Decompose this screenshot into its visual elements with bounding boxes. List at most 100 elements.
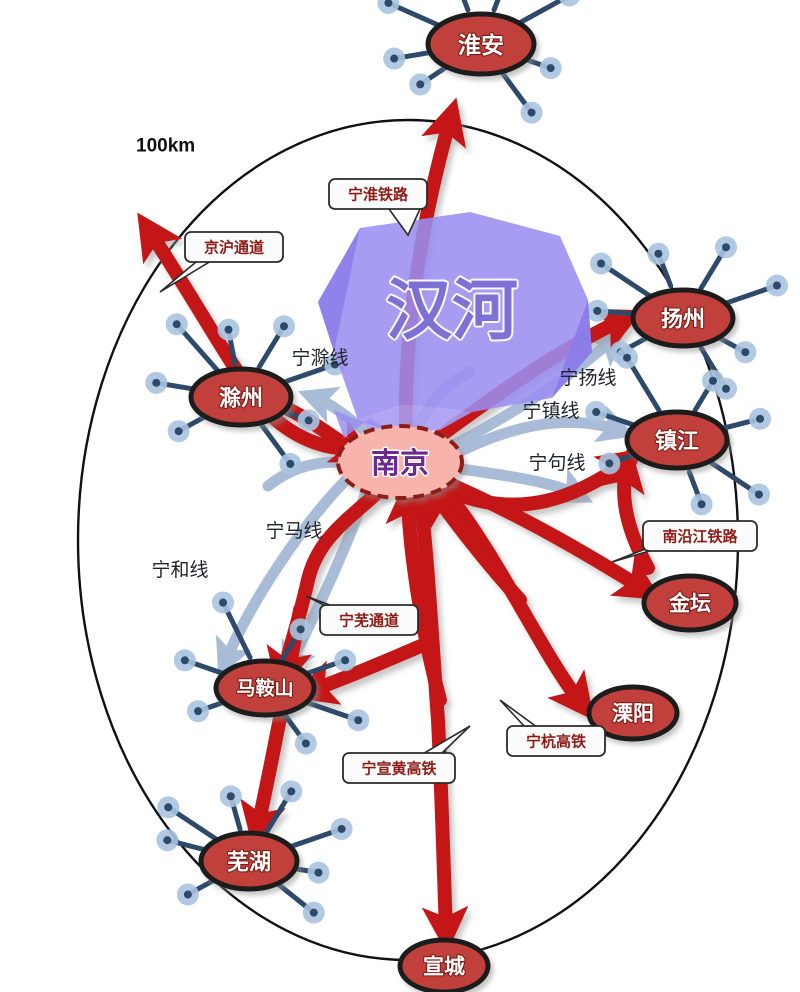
city-spoke-node-core: [152, 378, 161, 387]
city-spoke-node-core: [296, 625, 305, 634]
callout-box[interactable]: [328, 178, 428, 210]
city-ellipse[interactable]: [198, 830, 300, 892]
callout-label: 京沪通道: [204, 239, 264, 257]
suburban-line-ninghe: [215, 476, 350, 678]
callout-label: 宁杭高铁: [526, 733, 586, 751]
railway-callout-0[interactable]: 宁淮铁路: [328, 178, 428, 237]
city-node-4[interactable]: 溧阳: [586, 684, 680, 742]
heavy-rail-group: [137, 97, 662, 954]
city-spoke-node-core: [280, 322, 288, 331]
city-label: 马鞍山: [236, 677, 293, 700]
city-spoke-node-core: [416, 80, 425, 89]
city-ellipse[interactable]: [397, 937, 491, 992]
city-spoke-line: [491, 0, 501, 13]
city-node-7[interactable]: 马鞍山: [213, 658, 317, 718]
callout-label: 南沿江铁路: [662, 528, 738, 546]
suburban-line-label-3: 宁句线: [528, 452, 585, 474]
railway-callout-3[interactable]: 宁芜通道: [305, 595, 419, 636]
city-node-6[interactable]: 芜湖: [198, 830, 300, 892]
city-spoke-node-core: [546, 64, 555, 73]
suburban-line-label-1: 宁扬线: [559, 367, 616, 389]
city-spoke-node-core: [172, 320, 181, 329]
city-spoke-node-core: [722, 243, 730, 252]
city-node-5[interactable]: 宣城: [397, 937, 491, 992]
city-spoke-node-core: [163, 836, 172, 845]
city-spoke-node-core: [224, 325, 233, 334]
rail-nanjing-jintan: [447, 479, 662, 601]
city-ellipse[interactable]: [213, 658, 317, 718]
city-spoke-node-core: [226, 792, 235, 801]
city-spoke-node-core: [722, 384, 730, 393]
city-spoke-node-core: [605, 459, 614, 468]
city-spoke-node-core: [341, 656, 350, 665]
city-spoke-node-core: [697, 500, 706, 509]
city-spoke-node: [559, 0, 580, 7]
railway-callout-4[interactable]: 宁宣黄高铁: [342, 725, 471, 784]
city-ellipse[interactable]: [624, 409, 730, 471]
city-spoke-node-core: [304, 416, 313, 425]
river-facet-left: [318, 228, 360, 352]
city-spoke-node: [377, 0, 400, 14]
city-label: 滁州: [219, 386, 263, 411]
callout-label: 宁芜通道: [339, 612, 399, 630]
hub-ellipse[interactable]: [336, 424, 464, 500]
city-spoke-node-core: [337, 824, 346, 833]
city-spoke-node-core: [384, 0, 393, 7]
city-spoke-line: [461, 0, 471, 13]
city-spoke-node-core: [354, 716, 363, 725]
city-spoke-node-core: [654, 249, 663, 258]
city-node-3[interactable]: 金坛: [641, 573, 739, 633]
callout-box[interactable]: [184, 231, 284, 263]
callout-label: 宁淮铁路: [348, 186, 409, 204]
city-node-1[interactable]: 扬州: [630, 287, 736, 349]
callout-box[interactable]: [319, 604, 419, 636]
city-node-8[interactable]: 滁州: [188, 366, 294, 428]
city-label: 镇江: [655, 429, 699, 454]
city-spoke-node-core: [219, 598, 228, 607]
city-spoke-node-core: [183, 890, 192, 899]
callout-box[interactable]: [342, 752, 456, 784]
railway-callout-1[interactable]: 京沪通道: [159, 231, 284, 293]
suburban-stub-west: [262, 456, 344, 492]
river-polygon: [318, 212, 592, 420]
city-spoke-node-core: [756, 414, 765, 423]
city-spoke-node-core: [330, 360, 339, 369]
suburban-line-label-0: 宁滁线: [291, 347, 348, 369]
city-node-2[interactable]: 镇江: [624, 409, 730, 471]
city-spoke-node-core: [623, 353, 631, 362]
city-ellipse[interactable]: [188, 366, 294, 428]
city-node-0[interactable]: 淮安: [425, 11, 537, 77]
city-spoke-node-core: [754, 490, 763, 499]
city-label: 淮安: [458, 32, 504, 58]
suburban-line-label-5: 宁和线: [151, 559, 208, 581]
railway-callout-2[interactable]: 南沿江铁路: [611, 520, 758, 563]
river-label: 汉河: [386, 273, 518, 347]
city-label: 溧阳: [612, 703, 654, 726]
city-label: 宣城: [423, 955, 465, 979]
hub-node-nanjing[interactable]: 南京: [336, 424, 464, 500]
callout-box[interactable]: [506, 725, 606, 757]
city-ellipse[interactable]: [630, 287, 736, 349]
city-ellipse[interactable]: [586, 684, 680, 742]
city-spoke-node-core: [301, 739, 310, 748]
city-spoke-node-core: [174, 427, 183, 436]
callout-box[interactable]: [642, 520, 758, 552]
city-ellipse[interactable]: [425, 11, 537, 77]
city-ellipse[interactable]: [641, 573, 739, 633]
city-spoke-node-core: [741, 348, 750, 357]
rail-maanshan-inbound: [289, 635, 437, 705]
city-spoke-node-core: [592, 408, 601, 417]
hub-label: 南京: [371, 446, 429, 480]
railway-callout-5[interactable]: 宁杭高铁: [499, 699, 606, 757]
city-spoke-node-core: [194, 707, 203, 716]
city-spoke-node-core: [709, 376, 717, 385]
suburban-line-label-2: 宁镇线: [522, 400, 579, 422]
river-facet-right: [552, 300, 592, 398]
rail-southeast-inbound: [422, 477, 527, 607]
river-group: 汉河: [318, 212, 592, 438]
city-spoke-node-core: [309, 908, 318, 917]
